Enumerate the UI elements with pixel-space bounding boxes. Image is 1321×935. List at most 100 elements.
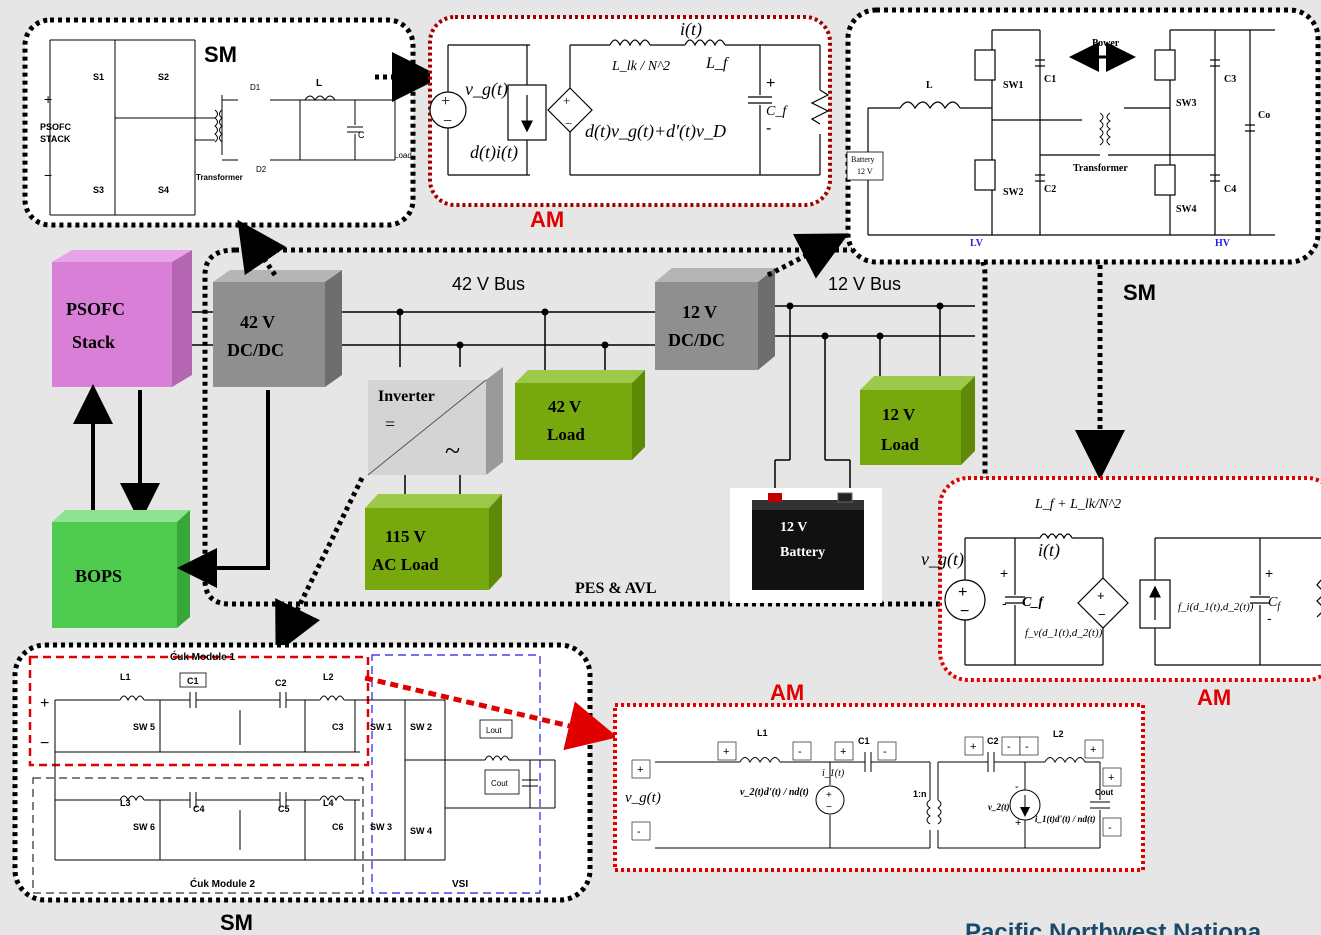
am-top-label: AM: [530, 207, 564, 232]
load-12-block: [860, 376, 975, 465]
am-top-region: [428, 15, 832, 207]
svg-text:-: -: [798, 746, 802, 758]
am-right-dep-voltage-label: f_v(d_1(t),d_2(t)): [1025, 627, 1103, 639]
c3-label: C3: [1224, 74, 1236, 85]
bops-label: BOPS: [75, 566, 122, 586]
co-label: Co: [1258, 110, 1270, 121]
diode-d1-label: D1: [250, 83, 261, 92]
svg-text:+: +: [1108, 772, 1114, 784]
cuk-c6-label: C6: [332, 822, 344, 832]
cuk-l1-label: L1: [120, 672, 131, 682]
sw2-label: SW2: [1003, 187, 1024, 198]
am-right-label: AM: [1197, 685, 1231, 710]
am-bottom-c1-label: C1: [858, 736, 870, 746]
svg-text:−: −: [826, 802, 832, 813]
am-right-dep-current-label: f_i(d_1(t),d_2(t)): [1178, 601, 1254, 613]
svg-text:-: -: [766, 120, 771, 137]
sm-top-left-label: SM: [204, 42, 237, 67]
am-bottom-region: [613, 703, 1145, 872]
sm-bottom-label: SM: [220, 910, 253, 935]
am-bottom-c2-label: C2: [987, 736, 999, 746]
sw3-label: SW3: [1176, 98, 1197, 109]
cuk-l3-label: L3: [120, 798, 131, 808]
am-right-dep-voltage-source: [1077, 577, 1129, 629]
vsi-label: VSI: [452, 879, 468, 890]
pes-avl-label: PES & AVL: [575, 580, 657, 597]
svg-text:+: +: [970, 741, 976, 753]
svg-text:+: +: [840, 746, 846, 758]
bidir-transformer-label: Transformer: [1073, 163, 1128, 174]
am-bottom-polarity-signs: +- +- +- +- -+ +- -+: [637, 741, 1114, 838]
am-bottom-polarity-boxes: [631, 736, 1122, 841]
am-bottom-dep-v-label: v_2(t)d'(t) / nd(t): [740, 787, 809, 798]
lout-box: [479, 719, 513, 739]
svg-text:+: +: [723, 746, 729, 758]
lv-label: LV: [970, 238, 984, 249]
svg-text:-: -: [1108, 822, 1112, 834]
am-right-source-label: v_g(t): [921, 549, 964, 570]
vsi-sw3-label: SW 3: [370, 822, 392, 832]
battery-12v-box: [846, 151, 884, 181]
fc-minus: −: [44, 167, 52, 183]
dcdc-12-block: [655, 268, 775, 370]
c2-label: C2: [1044, 184, 1056, 195]
cuk-l4-label: L4: [323, 798, 334, 808]
am-bottom-label: AM: [770, 680, 804, 705]
hv-label: HV: [1215, 238, 1231, 249]
sw4-label: SW4: [1176, 204, 1197, 215]
svg-text:+: +: [1000, 565, 1008, 581]
cuk-circuit: [54, 692, 556, 861]
svg-text:+: +: [1015, 817, 1021, 829]
bus-42-label: 42 V Bus: [452, 274, 525, 294]
am-bottom-dep-voltage: [815, 785, 845, 815]
svg-text:+: +: [441, 93, 450, 110]
dcdc-42-block: [213, 270, 342, 387]
am-top-dep-source-label: d(t)v_g(t)+d'(t)v_D: [585, 121, 726, 142]
inverter-label: Inverter: [378, 388, 435, 405]
am-right-circuit: [964, 533, 1321, 666]
battery-block: [730, 488, 882, 603]
sm-right-label: SM: [1123, 280, 1156, 305]
fc-capacitor-label: C: [358, 130, 365, 140]
am-bottom-source-label: v_g(t): [625, 790, 661, 806]
am-bottom-v2-label: v_2(t): [988, 802, 1010, 812]
cuk-sw5-label: SW 5: [133, 722, 155, 732]
switch-s3-label: S3: [93, 185, 104, 195]
cuk-c1-label: C1: [187, 676, 199, 686]
am-bottom-l2-label: L2: [1053, 729, 1064, 739]
fc-inductor-label: L: [316, 78, 322, 89]
fc-plus: +: [44, 91, 52, 107]
cuk-l2-label: L2: [323, 672, 334, 682]
cuk-sw6-label: SW 6: [133, 822, 155, 832]
bus-12-label: 12 V Bus: [828, 274, 901, 294]
inverter-block: [367, 367, 503, 476]
am-right-cap-label: C_f: [1022, 595, 1044, 610]
ac-load-block: [365, 494, 502, 590]
svg-text:+: +: [958, 584, 967, 601]
bidir-inductor-label: L: [926, 80, 933, 91]
am-right-region: [938, 476, 1321, 682]
cuk-module-2-box: [32, 777, 364, 894]
am-top-circuit: [429, 39, 830, 176]
svg-text:+: +: [637, 764, 643, 776]
svg-text:+: +: [40, 695, 49, 712]
sm-cuk-region: [12, 642, 593, 903]
svg-text:+: +: [1090, 744, 1096, 756]
cout-box: [484, 769, 520, 795]
svg-text:+: +: [1097, 588, 1105, 603]
svg-text:+: +: [826, 790, 832, 801]
svg-text:-: -: [883, 746, 887, 758]
cuk-c3-label: C3: [332, 722, 344, 732]
footer-org: Pacific Northwest Nationa: [965, 919, 1262, 935]
switch-s1-label: S1: [93, 72, 104, 82]
am-top-current-source-label: d(t)i(t): [470, 142, 518, 163]
am-top-filter-label: L_f: [705, 55, 730, 72]
cuk-c4-label: C4: [193, 804, 205, 814]
fc-transformer-label: Transformer: [196, 173, 243, 182]
svg-text:-: -: [637, 826, 641, 838]
